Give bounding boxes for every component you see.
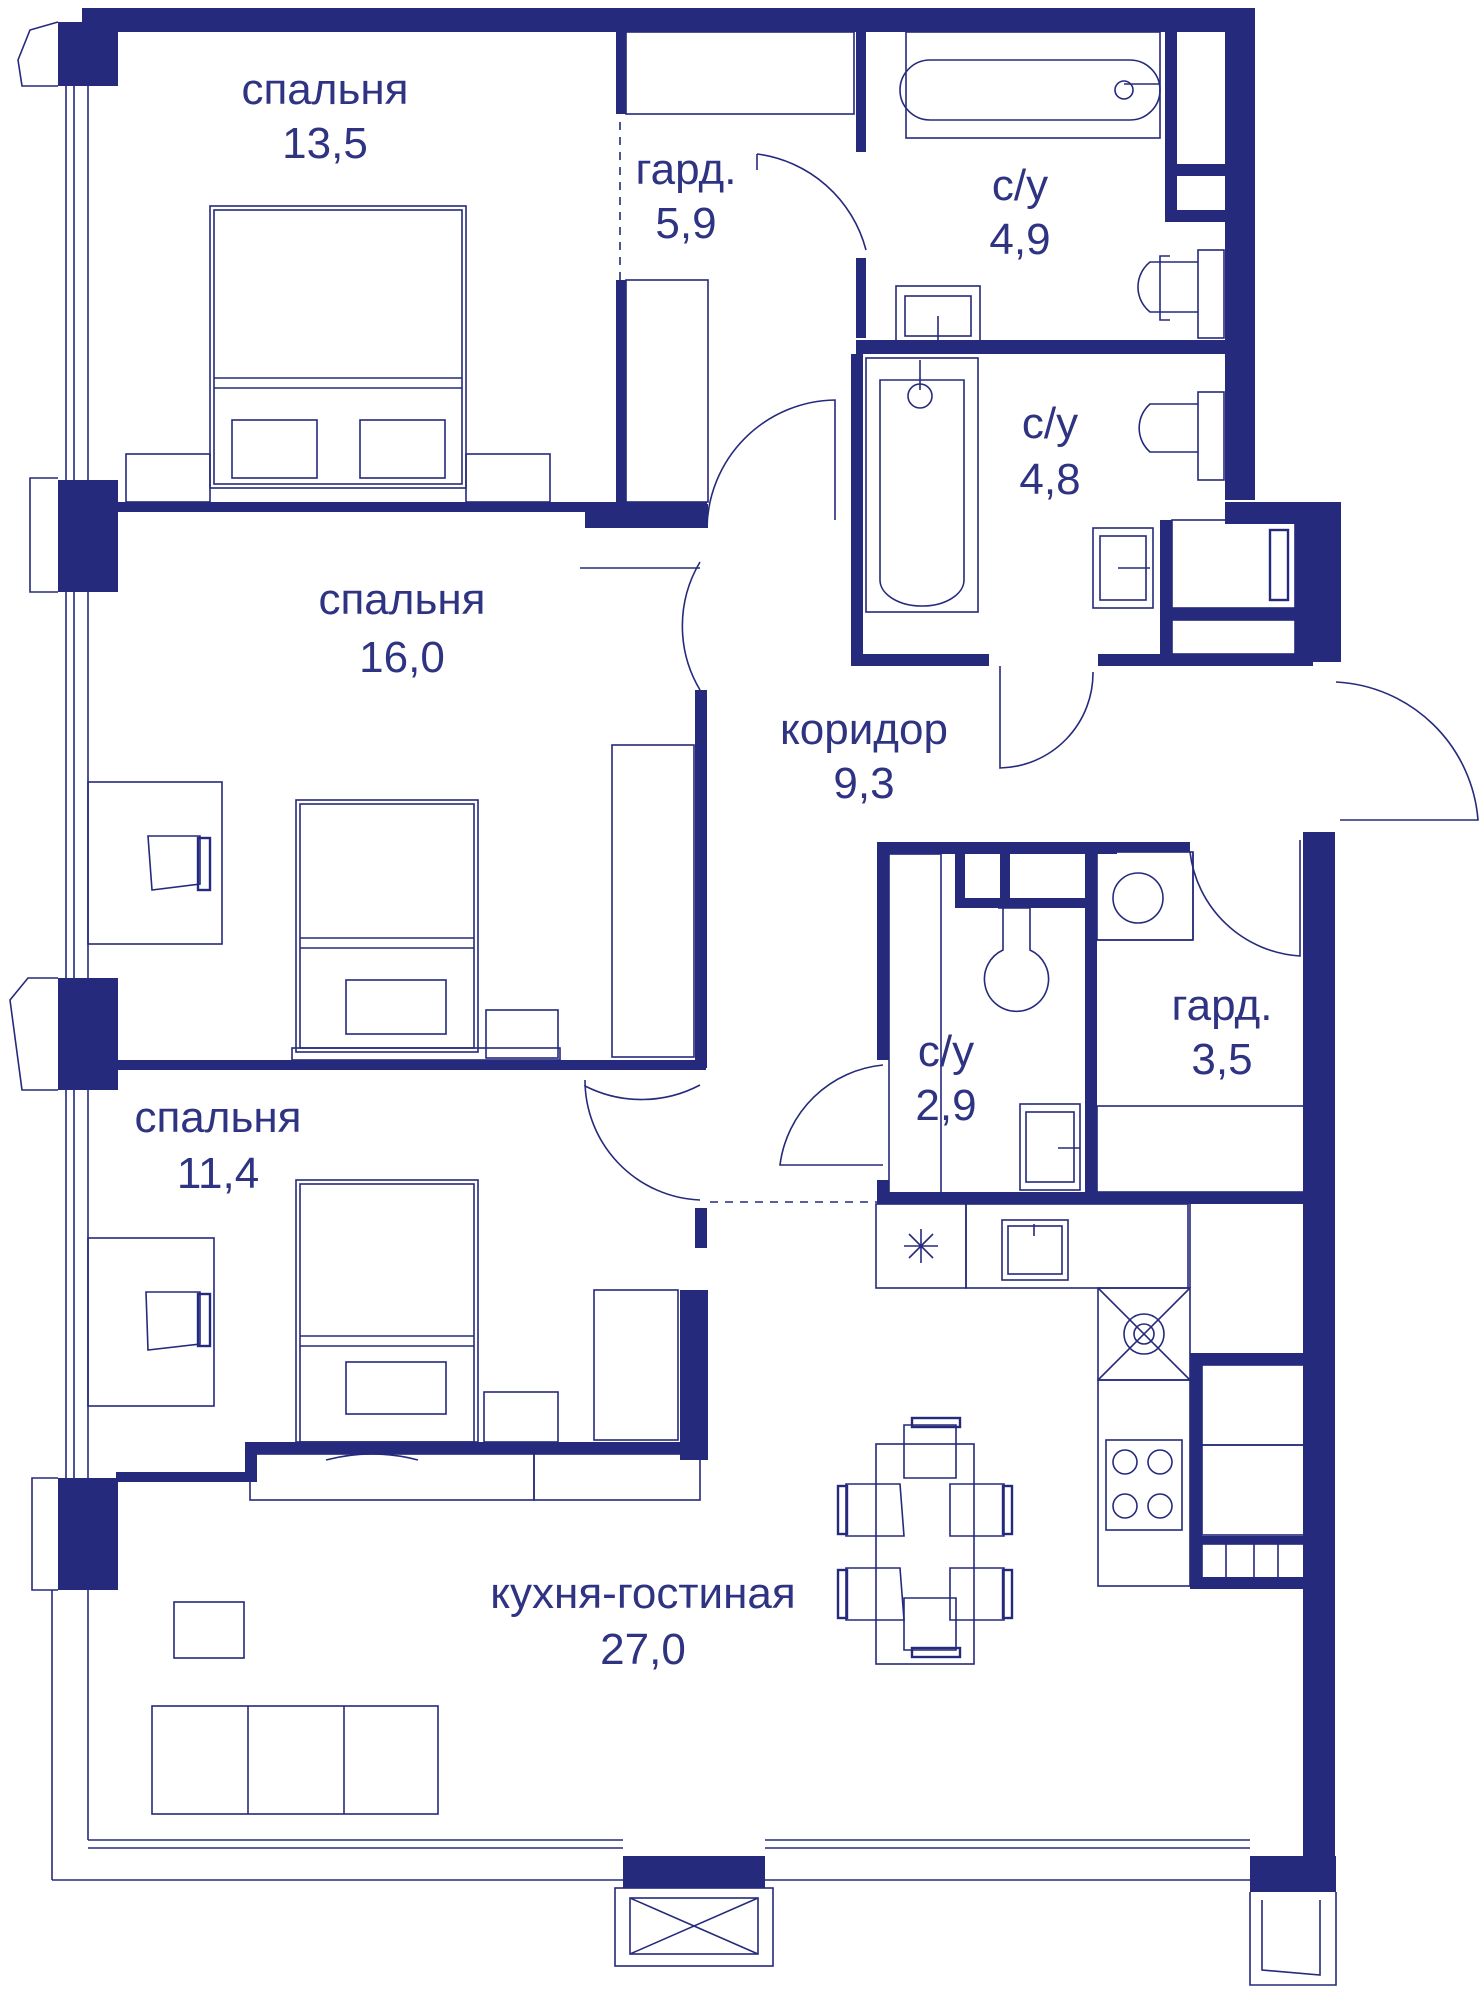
bedroom-16-furniture [87,744,695,1061]
room-name-wardrobe-59: гард. [636,145,737,194]
room-area-bedroom-11: 11,4 [177,1149,259,1198]
room-name-corridor: коридор [780,705,948,754]
room-area-bedroom-13: 13,5 [282,119,368,168]
outer-walls [58,8,1341,1892]
balconies [614,1887,1337,1986]
room-area-kitchen-living: 27,0 [600,1625,686,1674]
room-area-bedroom-16: 16,0 [359,633,445,682]
room-area-bath-48: 4,8 [1019,455,1080,504]
room-name-bath-48: с/у [1022,399,1078,448]
room-name-kitchen-living: кухня-гостиная [490,1569,795,1618]
room-name-bath-49: с/у [992,161,1048,210]
bath-48-fixtures [865,357,1225,613]
room-name-bedroom-16: спальня [318,575,485,624]
room-area-bath-49: 4,9 [989,215,1050,264]
bath-29-fixtures [888,853,1081,1195]
interior-walls [116,32,1315,1589]
room-name-bath-29: с/у [918,1027,974,1076]
room-labels: спальня 13,5 гард. 5,9 с/у 4,9 с/у 4,8 с… [134,65,1272,1674]
room-area-wardrobe-59: 5,9 [655,199,716,248]
bedroom-13-furniture [125,31,855,503]
room-name-bedroom-13: спальня [241,65,408,114]
bedroom-11-furniture [87,1179,701,1501]
room-area-corridor: 9,3 [833,759,894,808]
room-name-bedroom-11: спальня [134,1093,301,1142]
doors [580,153,1479,1201]
room-area-wardrobe-35: 3,5 [1191,1035,1252,1084]
kitchen-living-furniture [151,1203,1305,1815]
bath-49-fixtures [895,31,1225,343]
room-name-wardrobe-35: гард. [1172,981,1273,1030]
wardrobe-35 [1096,851,1308,1193]
shafts [1171,519,1296,655]
room-area-bath-29: 2,9 [915,1081,976,1130]
